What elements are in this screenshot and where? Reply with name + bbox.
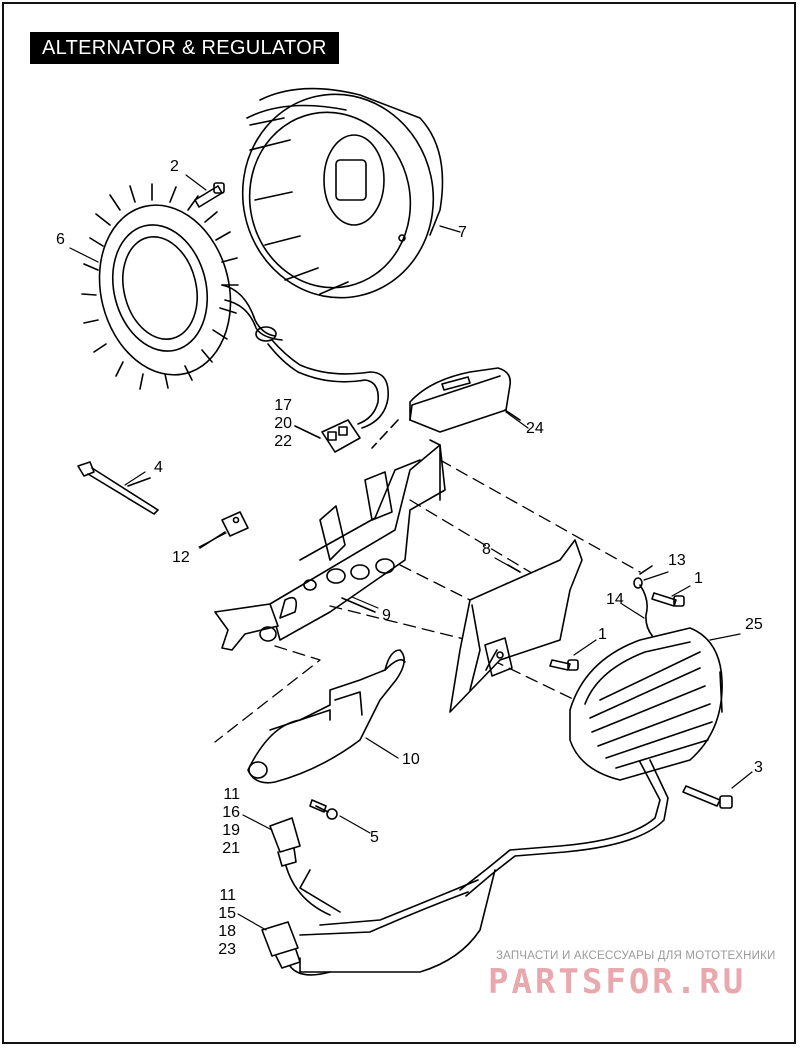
callout-25: 25 xyxy=(745,616,763,633)
regulator-part-25 xyxy=(299,627,723,973)
callout-4: 4 xyxy=(154,459,163,476)
callout-11-a: 11 xyxy=(223,786,240,803)
callout-stack-connector-a: 11 16 19 21 xyxy=(210,786,240,858)
callout-9: 9 xyxy=(382,607,391,624)
lower-cover-part-10 xyxy=(247,649,406,784)
callout-16: 16 xyxy=(222,804,240,821)
wire-part-14 xyxy=(639,584,655,639)
callout-stack-stator-connector: 17 20 22 xyxy=(262,397,292,451)
callout-20: 20 xyxy=(274,415,292,432)
screw-part-2 xyxy=(194,182,225,208)
callout-15: 15 xyxy=(218,905,236,922)
connector-b xyxy=(261,921,331,976)
cable-tie-part-4 xyxy=(77,461,159,515)
screw-part-1-upper xyxy=(651,592,685,607)
callout-19: 19 xyxy=(222,822,240,839)
callout-12: 12 xyxy=(172,549,190,566)
cover-part-24 xyxy=(371,367,521,449)
callout-1-upper: 1 xyxy=(694,570,703,587)
callout-24: 24 xyxy=(526,420,544,437)
bracket-part-9 xyxy=(214,439,446,651)
callout-5: 5 xyxy=(370,829,379,846)
callout-10: 10 xyxy=(402,751,420,768)
diagram-title: ALTERNATOR & REGULATOR xyxy=(30,32,339,64)
callout-21: 21 xyxy=(222,840,240,857)
callout-23: 23 xyxy=(218,941,236,958)
screw-part-5 xyxy=(309,799,338,820)
watermark-logo: PARTSFOR.RU xyxy=(488,962,747,1002)
callout-14: 14 xyxy=(606,591,624,608)
callout-2: 2 xyxy=(170,158,179,175)
callout-stack-connector-b: 11 15 18 23 xyxy=(206,887,236,959)
screw-part-3 xyxy=(682,785,733,809)
plate-part-8 xyxy=(449,539,583,713)
callout-13: 13 xyxy=(668,552,686,569)
callout-3: 3 xyxy=(754,759,763,776)
callout-17: 17 xyxy=(274,397,292,414)
watermark-tagline: ЗАПЧАСТИ И АКСЕССУАРЫ ДЛЯ МОТОТЕХНИКИ xyxy=(496,950,776,962)
assembly-guide-lines xyxy=(214,459,641,743)
callout-18: 18 xyxy=(218,923,236,940)
leader-lines xyxy=(69,174,753,931)
callout-11-b: 11 xyxy=(219,887,236,904)
callout-6: 6 xyxy=(56,231,65,248)
connector-a xyxy=(269,817,331,916)
callout-8: 8 xyxy=(482,541,491,558)
washer-part-13 xyxy=(633,565,653,589)
stator-part-6 xyxy=(81,183,389,429)
rotor-part-7 xyxy=(241,87,444,299)
callout-22: 22 xyxy=(274,433,292,450)
stator-connector xyxy=(294,419,361,453)
callout-7: 7 xyxy=(458,224,467,241)
callout-1-lower: 1 xyxy=(598,626,607,643)
screw-part-1-lower xyxy=(549,659,579,671)
